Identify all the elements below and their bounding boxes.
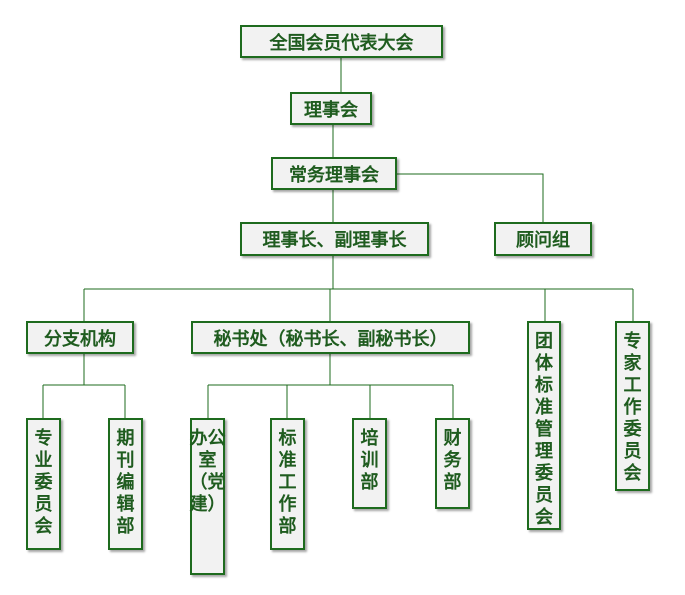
- node-assembly: 全国会员代表大会: [240, 25, 443, 58]
- node-journal-editorial: 期刊编辑部: [108, 418, 143, 550]
- connector-standing-advisors: [397, 173, 544, 222]
- node-president: 理事长、副理事长: [240, 222, 429, 256]
- node-council: 理事会: [290, 92, 372, 125]
- node-experts-committee: 专家工作委员会: [615, 321, 650, 491]
- node-advisors: 顾问组: [494, 222, 592, 256]
- node-training: 培训部: [352, 418, 387, 509]
- node-professional-committees: 专业委员会: [26, 418, 61, 550]
- node-office: 办公室（党建）: [190, 418, 226, 575]
- node-finance: 财务部: [435, 418, 470, 509]
- node-standards-committee: 团体标准管理委员会: [527, 321, 561, 530]
- node-standing-council: 常务理事会: [271, 157, 397, 190]
- node-branches: 分支机构: [26, 321, 134, 354]
- node-standardization: 标准工作部: [270, 418, 305, 550]
- node-secretariat: 秘书处（秘书长、副秘书长）: [191, 321, 470, 354]
